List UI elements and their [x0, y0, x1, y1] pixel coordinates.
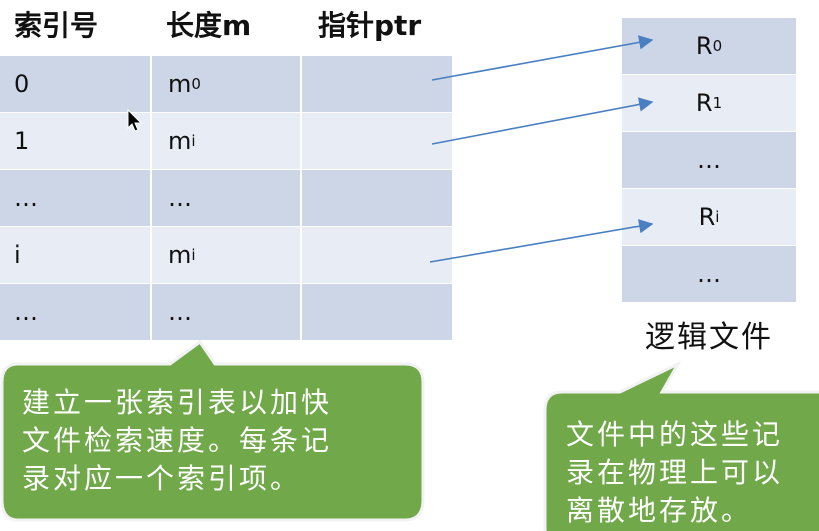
index-cell: i [0, 227, 152, 283]
callout-line: 录在物理上可以 [566, 456, 784, 489]
callout-right-text: 文件中的这些记 录在物理上可以 离散地存放。 [566, 416, 783, 530]
callout-right-bubble [543, 360, 819, 531]
index-cell: … [0, 170, 152, 226]
callout-left-text: 建立一张索引表以加快 文件检索速度。每条记 录对应一个索引项。 [22, 384, 332, 498]
index-cell: 1 [0, 113, 152, 169]
callout-line: 录对应一个索引项。 [22, 462, 302, 495]
header-pointer: 指针ptr [318, 9, 422, 42]
length-base: m [168, 241, 192, 269]
record-base: R [695, 32, 713, 60]
length-base: m [168, 70, 192, 98]
callout-line: 文件检索速度。每条记 [22, 424, 333, 457]
record-sub: 0 [712, 37, 723, 55]
table-row: … … [0, 284, 452, 341]
header-length: 长度m [166, 9, 252, 42]
length-sub: 0 [191, 75, 201, 93]
pointer-arrow [431, 35, 654, 81]
length-sub: i [191, 246, 196, 264]
pointer-arrow [431, 97, 654, 145]
record-base: … [697, 260, 721, 288]
callout-line: 离散地存放。 [566, 494, 753, 527]
file-record: … [622, 246, 796, 303]
callout-line: 文件中的这些记 [566, 418, 784, 451]
callout-left-bubble [0, 339, 425, 522]
length-sub: i [191, 132, 196, 150]
record-sub: 1 [712, 94, 723, 112]
length-cell: … [152, 170, 302, 226]
length-base: … [168, 298, 192, 326]
header-index: 索引号 [14, 9, 99, 42]
file-record: … [622, 132, 796, 189]
table-row: … … [0, 170, 452, 227]
record-base: R [698, 203, 716, 231]
record-base: … [697, 146, 721, 174]
callout-line: 建立一张索引表以加快 [22, 386, 333, 419]
pointer-arrow [429, 219, 654, 263]
length-base: … [168, 184, 192, 212]
length-cell: … [152, 284, 302, 340]
logical-file-label: 逻辑文件 [645, 320, 773, 355]
record-sub: i [715, 208, 720, 226]
index-cell: … [0, 284, 152, 340]
length-base: m [168, 127, 192, 155]
record-base: R [695, 89, 713, 117]
index-cell: 0 [0, 56, 152, 112]
cursor-icon [127, 108, 143, 132]
